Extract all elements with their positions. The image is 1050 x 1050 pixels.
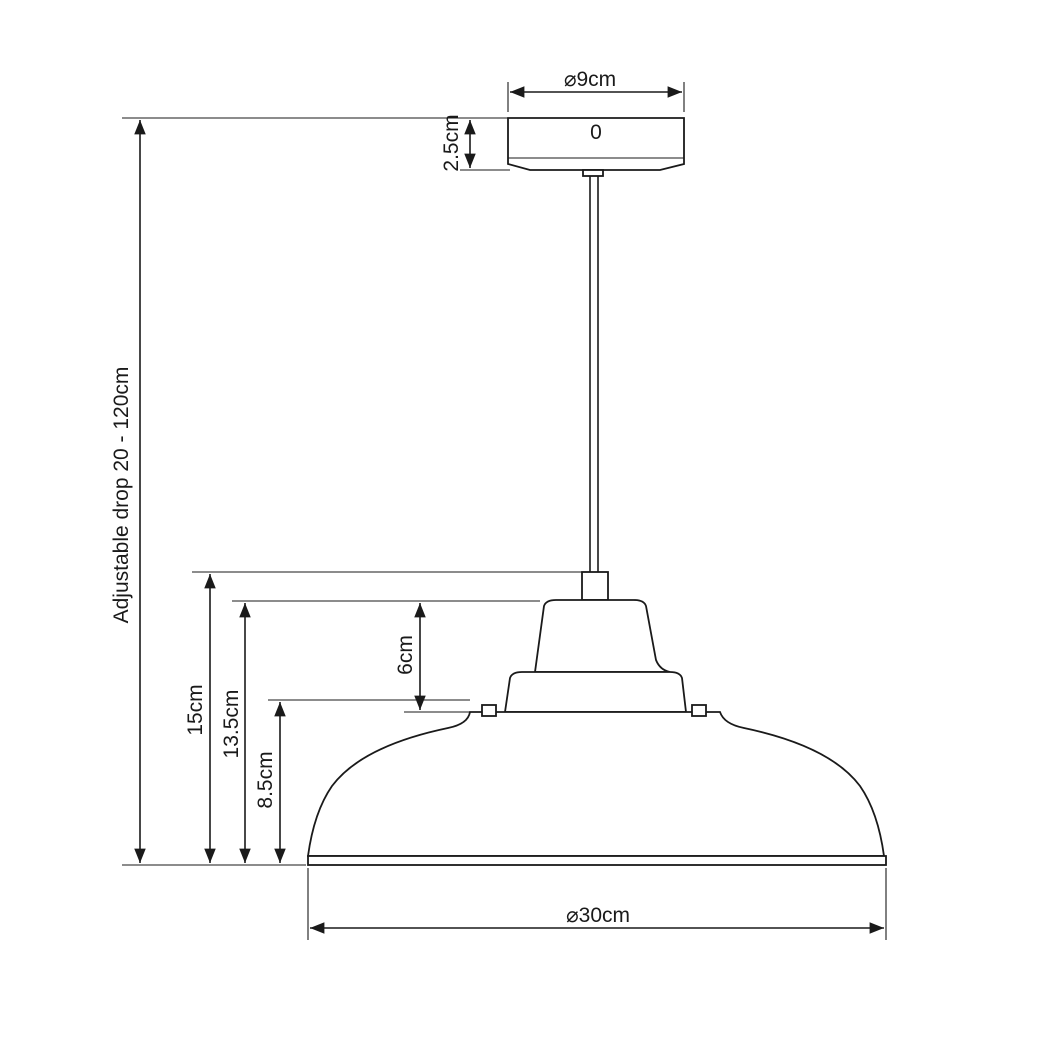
- dimension-arrows: [134, 86, 884, 934]
- lower-shade-height-label: 8.5cm: [254, 751, 277, 808]
- shade-diameter-label: ⌀30cm: [566, 904, 630, 927]
- top-cap-height-label: 6cm: [394, 635, 417, 675]
- canopy-height-label: 2.5cm: [440, 114, 463, 171]
- suspension-rod: [582, 169, 604, 572]
- right-screw-icon: [691, 704, 707, 717]
- overall-height-label: 15cm: [184, 684, 207, 735]
- left-screw-icon: [481, 704, 497, 717]
- lamp-shade: [306, 599, 887, 866]
- adjustable-drop-label: Adjustable drop 20 - 120cm: [110, 367, 133, 624]
- rod-connector: [581, 571, 609, 601]
- shade-height-label: 13.5cm: [220, 690, 243, 759]
- extension-lines: [122, 82, 887, 940]
- ceiling-canopy: 0: [507, 117, 685, 171]
- canopy-mark: 0: [590, 121, 602, 144]
- canopy-diameter-label: ⌀9cm: [564, 68, 616, 91]
- dimension-labels: ⌀9cm 2.5cm Adjustable drop 20 - 120cm 15…: [110, 68, 630, 927]
